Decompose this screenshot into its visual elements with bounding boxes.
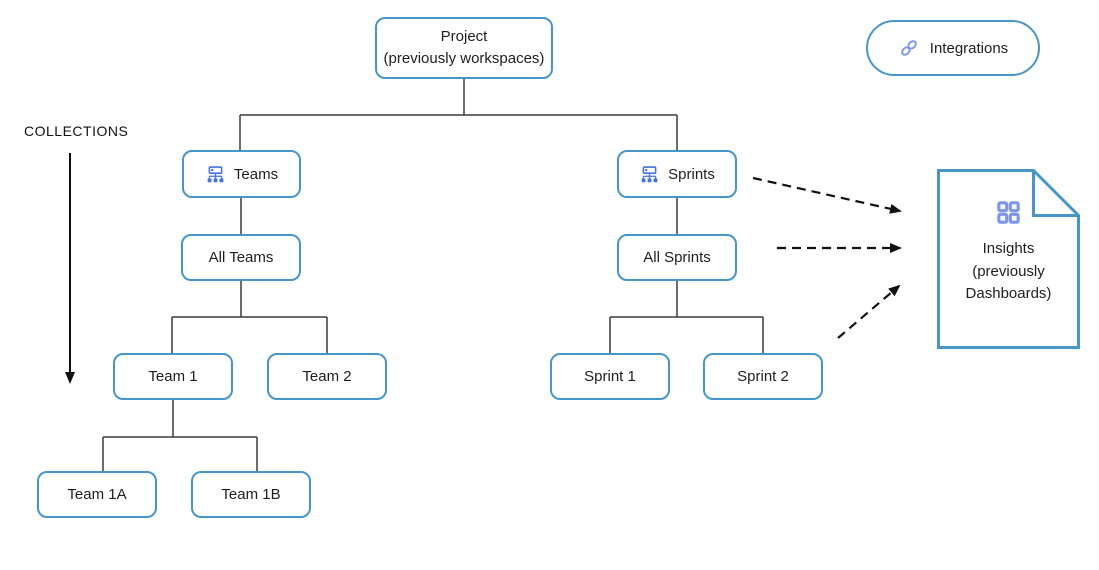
- insights-subtitle-1: (previously: [972, 262, 1045, 280]
- team-2-label: Team 2: [302, 368, 352, 385]
- dashed-arrow: [752, 176, 902, 214]
- all-sprints-label: All Sprints: [643, 249, 711, 266]
- node-teams: Teams: [182, 150, 301, 198]
- node-insights-document: Insights (previously Dashboards): [937, 169, 1080, 349]
- node-team-1: Team 1: [113, 353, 233, 400]
- node-project: Project (previously workspaces): [375, 17, 553, 79]
- node-sprints: Sprints: [617, 150, 737, 198]
- insights-subtitle-2: Dashboards): [965, 285, 1052, 302]
- insights-title: Insights: [982, 240, 1035, 257]
- all-teams-label: All Teams: [208, 249, 274, 266]
- project-title: Project: [440, 28, 488, 46]
- project-subtitle: (previously workspaces): [383, 50, 545, 67]
- dashed-arrows: [752, 176, 902, 339]
- integrations-label: Integrations: [929, 39, 1009, 57]
- org-chart-icon: [639, 164, 660, 185]
- node-all-teams: All Teams: [181, 234, 301, 281]
- teams-label: Teams: [233, 165, 279, 183]
- org-chart-icon: [205, 164, 226, 185]
- team-1a-label: Team 1A: [67, 486, 127, 503]
- team-1-label: Team 1: [148, 368, 198, 385]
- node-sprint-1: Sprint 1: [550, 353, 670, 400]
- sprints-label: Sprints: [668, 165, 715, 183]
- dashed-arrow: [837, 284, 901, 339]
- team-1b-label: Team 1B: [221, 486, 281, 503]
- document-shape: [937, 169, 1080, 349]
- collections-label: COLLECTIONS: [24, 123, 129, 139]
- node-sprint-2: Sprint 2: [703, 353, 823, 400]
- node-all-sprints: All Sprints: [617, 234, 737, 281]
- sprint-1-label: Sprint 1: [584, 368, 636, 385]
- sprint-2-label: Sprint 2: [737, 368, 789, 385]
- link-icon: [898, 37, 920, 59]
- grid-icon: [995, 199, 1022, 226]
- node-team-1a: Team 1A: [37, 471, 157, 518]
- node-integrations: Integrations: [866, 20, 1040, 76]
- node-team-2: Team 2: [267, 353, 387, 400]
- node-team-1b: Team 1B: [191, 471, 311, 518]
